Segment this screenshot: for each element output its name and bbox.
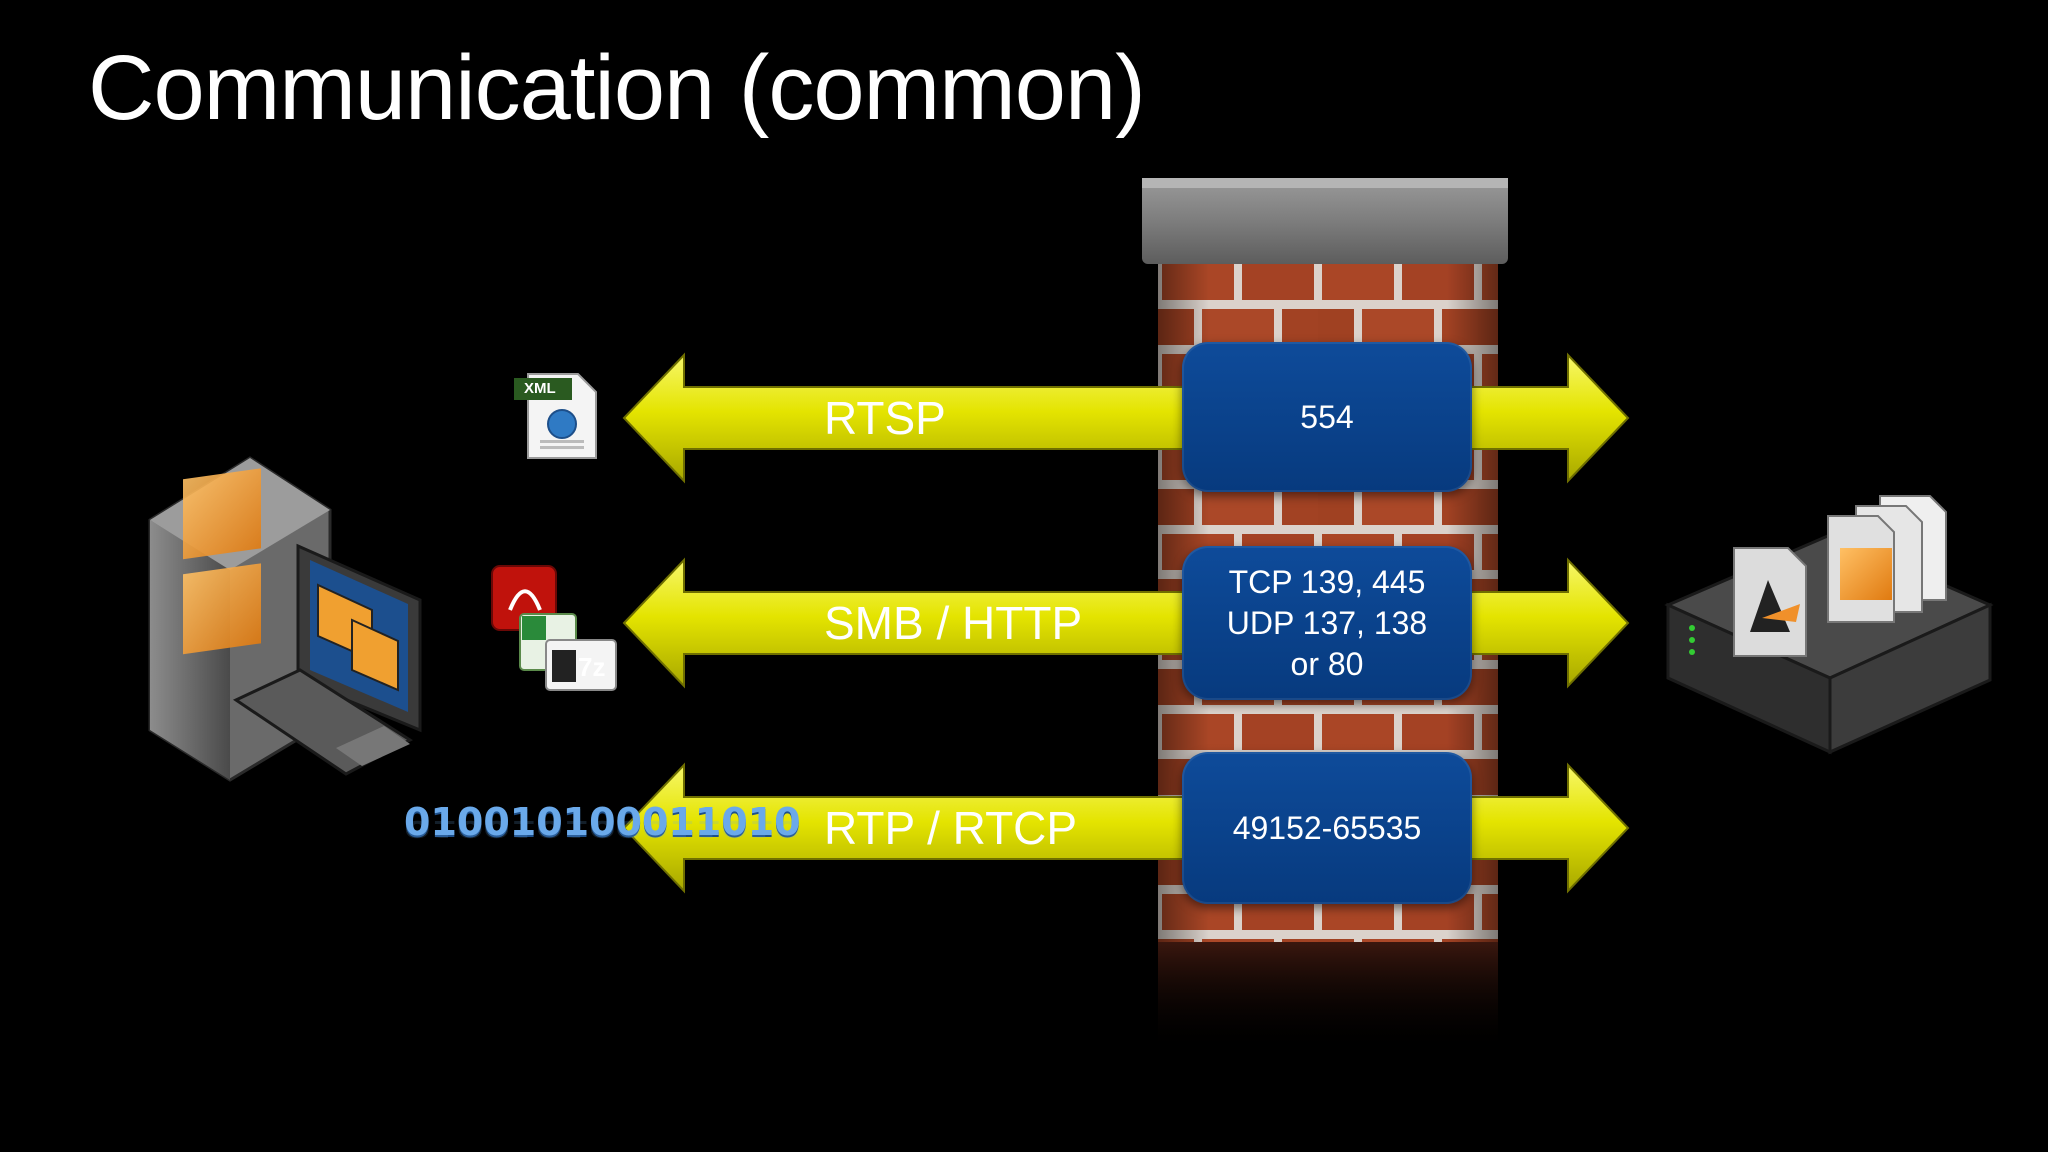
- port-line: 49152-65535: [1232, 809, 1422, 846]
- slide-title: Communication (common): [88, 37, 1146, 139]
- firewall-cap: [1142, 178, 1508, 264]
- port-line: TCP 139, 445: [1228, 563, 1426, 600]
- arrow-smb-http: [622, 557, 1630, 689]
- port-box-rtp-rtcp: 49152-65535: [1182, 752, 1472, 904]
- binary-stream-text: 010010100011010: [404, 800, 801, 844]
- xml-file-icon: [514, 373, 597, 459]
- arrow-rtsp: [622, 352, 1630, 484]
- arrow-label-rtp-rtcp: RTP / RTCP: [824, 802, 1078, 854]
- port-box-smb-http: TCP 139, 445 UDP 137, 138 or 80: [1182, 546, 1472, 700]
- port-line: UDP 137, 138: [1226, 604, 1428, 641]
- binary-stream-reflection: 010010100011010: [404, 815, 801, 842]
- workstation-icon: [148, 456, 422, 782]
- port-line: 554: [1300, 398, 1354, 435]
- port-box-rtsp: 554: [1182, 342, 1472, 492]
- arrow-rtp-rtcp: [622, 762, 1630, 894]
- server-icon: [1664, 495, 1994, 755]
- xml-badge-label: XML: [524, 380, 556, 397]
- document-files-icon: [491, 565, 617, 691]
- arrow-label-smb-http: SMB / HTTP: [824, 597, 1083, 649]
- arrow-label-rtsp: RTSP: [824, 392, 946, 444]
- port-line: or 80: [1290, 645, 1364, 682]
- archive-badge-label: 7z: [578, 652, 606, 682]
